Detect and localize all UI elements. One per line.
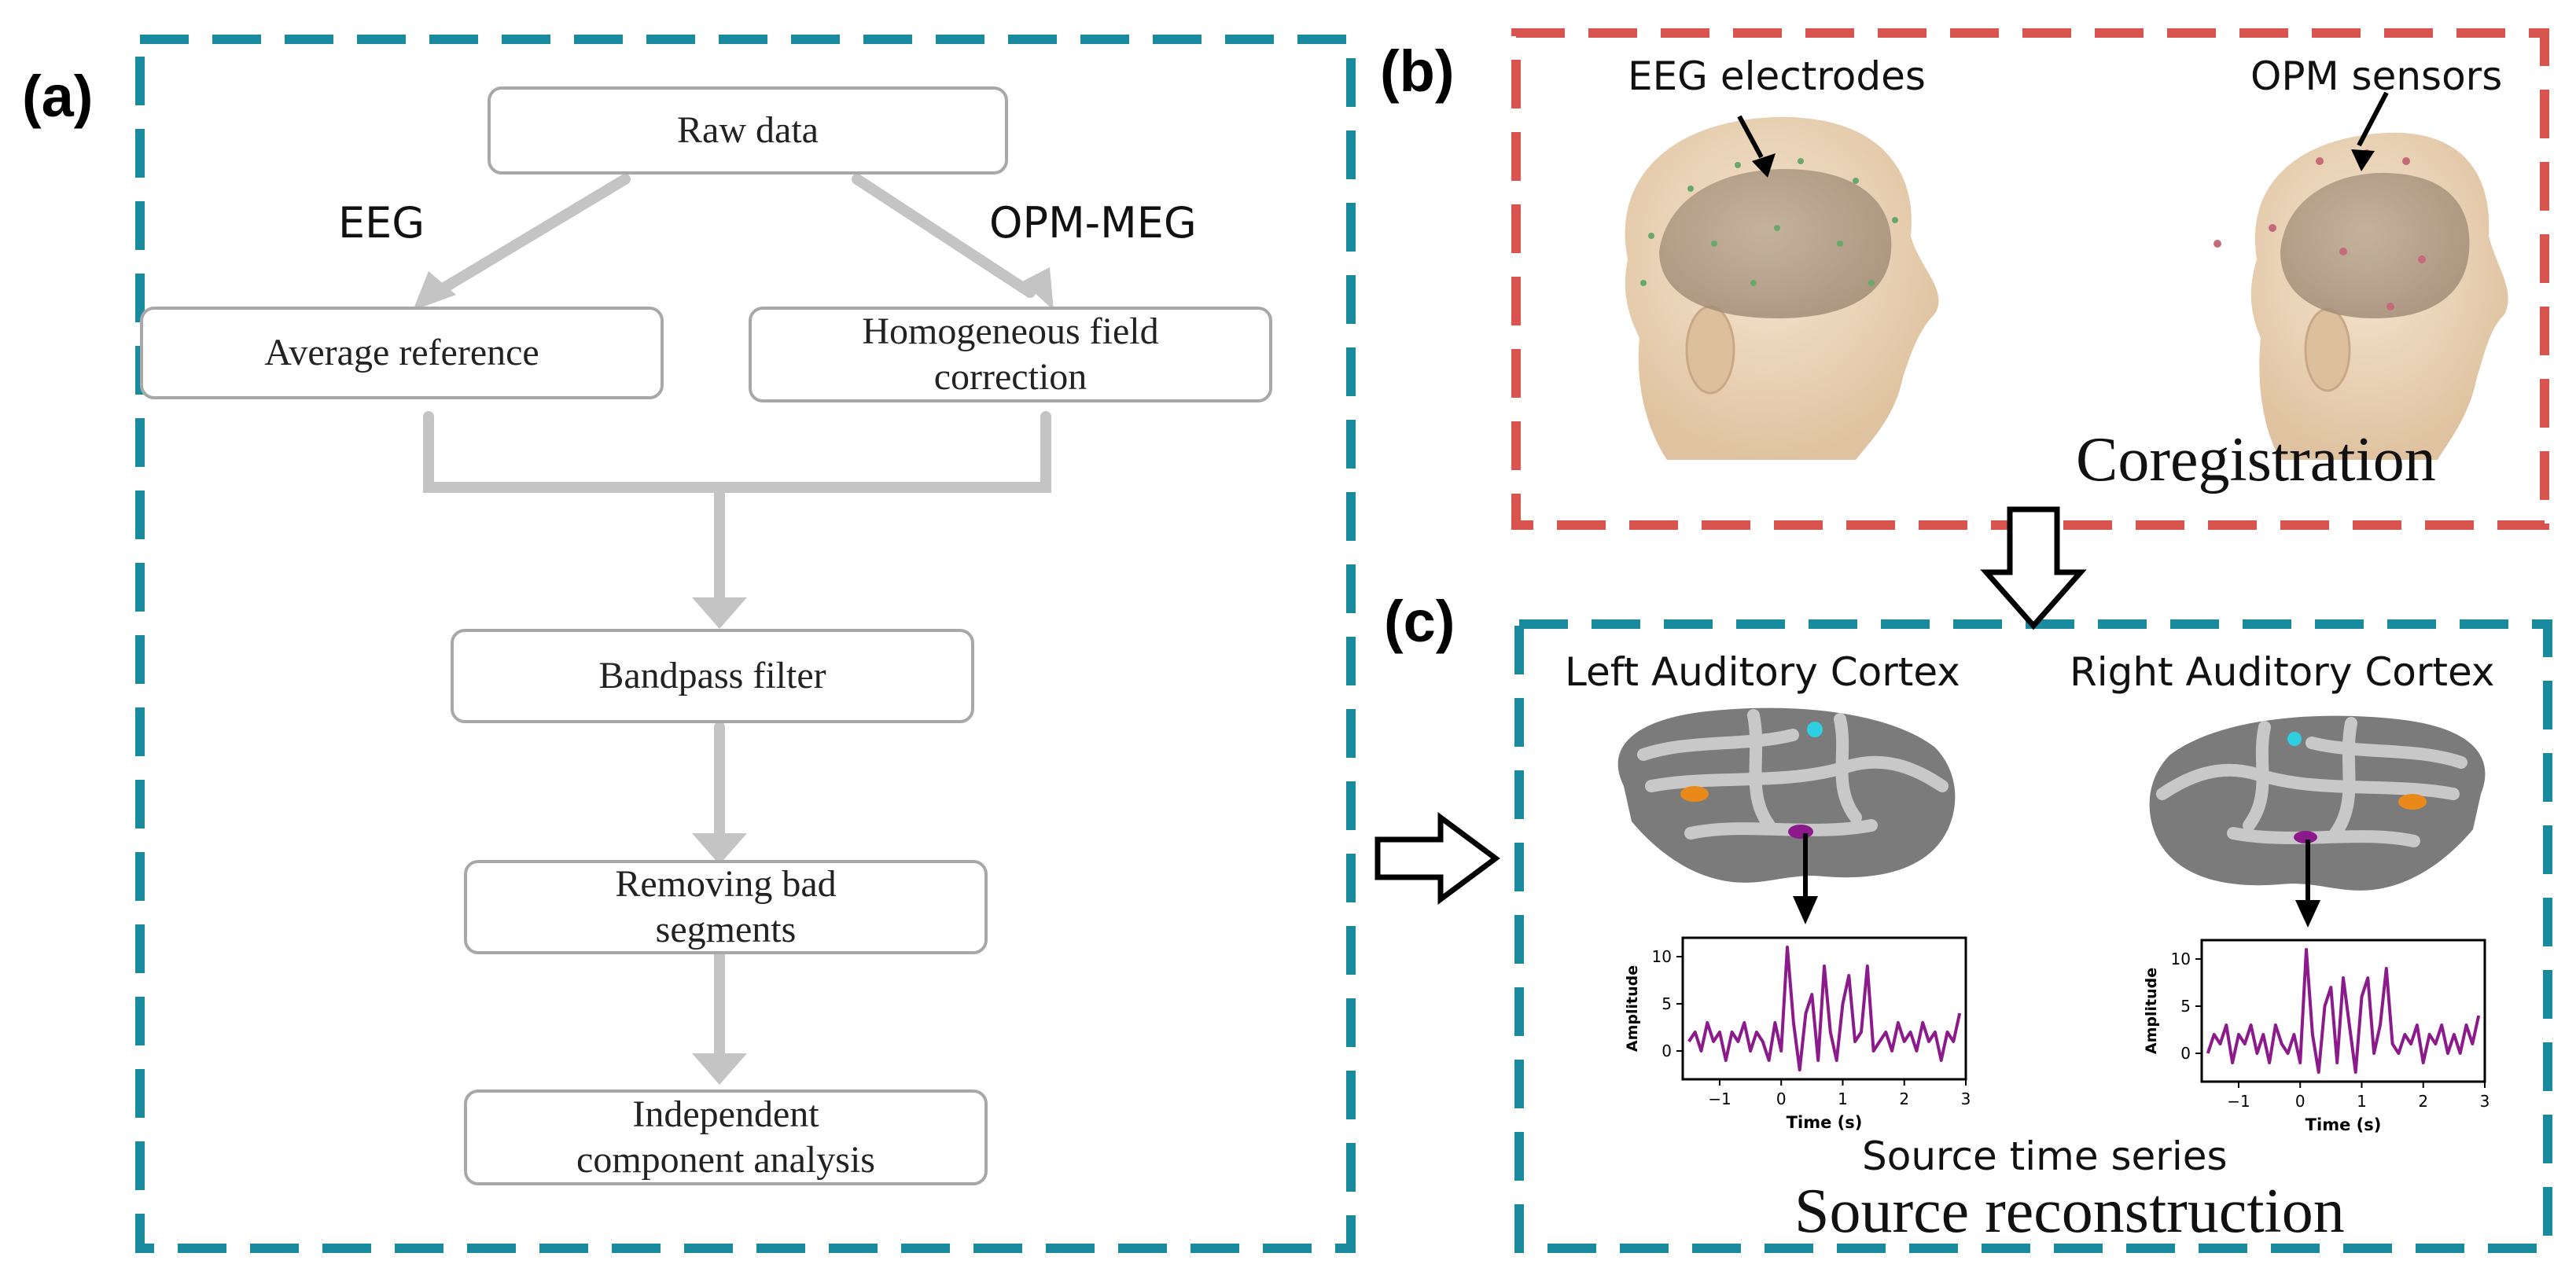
series-line (2206, 948, 2481, 1074)
x-tick-label: 1 (2357, 1092, 2367, 1111)
eeg-head-illustration (1625, 115, 1939, 461)
source-time-series-caption: Source time series (1862, 1134, 2228, 1179)
flowchart-connectors (423, 174, 1051, 1059)
y-tick-label: 5 (1662, 994, 1672, 1013)
removing-bad-segments-text-1: Removing bad (615, 863, 837, 906)
down-hollow-arrow (1980, 506, 2087, 630)
eeg-electrodes-label: EEG electrodes (1628, 53, 1926, 99)
bandpass-filter-text: Bandpass filter (598, 655, 826, 697)
y-axis-label: Amplitude (2143, 968, 2160, 1054)
right-cortex-illustration (2149, 715, 2486, 928)
series-line (1687, 946, 1962, 1071)
branch-label-eeg: EEG (338, 198, 425, 248)
ica-text-1: Independent (632, 1093, 819, 1136)
x-tick-label: 2 (2418, 1092, 2428, 1111)
homogeneous-field-box: Homogeneous field correction (749, 307, 1272, 402)
bandpass-filter-box: Bandpass filter (451, 629, 974, 723)
y-tick-label: 0 (2180, 1044, 2191, 1063)
removing-bad-segments-box: Removing bad segments (464, 860, 988, 954)
panel-b-label: (b) (1380, 39, 1455, 104)
plot-frame (2200, 939, 2486, 1083)
opm-sensors-label: OPM sensors (2250, 53, 2503, 99)
left-auditory-cortex-title: Left Auditory Cortex (1565, 649, 1960, 695)
source-reconstruction-caption: Source reconstruction (1794, 1177, 2345, 1246)
x-tick-label: 0 (1776, 1089, 1787, 1108)
ica-box: Independent component analysis (464, 1089, 988, 1185)
left-cortex-illustration (1617, 707, 1956, 924)
x-tick-label: −1 (1708, 1089, 1731, 1108)
coregistration-caption: Coregistration (2076, 425, 2436, 494)
y-axis-label: Amplitude (1624, 965, 1641, 1052)
x-tick-label: 1 (1838, 1089, 1848, 1108)
right-auditory-cortex-title: Right Auditory Cortex (2070, 649, 2495, 695)
x-tick-label: 3 (2480, 1092, 2490, 1111)
x-tick-label: 0 (2295, 1092, 2306, 1111)
panel-c-label: (c) (1384, 589, 1455, 654)
average-reference-box: Average reference (140, 307, 664, 399)
x-axis-label: Time (s) (2306, 1115, 2382, 1134)
y-tick-label: 10 (2171, 950, 2191, 968)
plot-frame (1681, 936, 1967, 1081)
x-axis-label: Time (s) (1787, 1113, 1863, 1132)
removing-bad-segments-text-2: segments (655, 909, 797, 950)
ica-text-2: component analysis (576, 1139, 875, 1181)
raw-data-text: Raw data (677, 109, 819, 152)
y-tick-label: 5 (2180, 997, 2191, 1016)
y-tick-label: 0 (1662, 1042, 1672, 1060)
branch-label-opm-meg: OPM-MEG (989, 198, 1197, 248)
raw-data-box: Raw data (488, 86, 1008, 175)
panel-a-label: (a) (22, 64, 94, 129)
x-tick-label: 2 (1899, 1089, 1909, 1108)
panel-a-frame (135, 35, 1356, 1253)
x-tick-label: 3 (1961, 1089, 1971, 1108)
opm-head-illustration (2214, 91, 2508, 461)
y-tick-label: 10 (1652, 947, 1672, 966)
flowchart-arrowheads (413, 267, 1054, 1085)
average-reference-text: Average reference (264, 332, 539, 374)
right-hollow-arrow (1374, 812, 1500, 905)
x-tick-label: −1 (2227, 1092, 2250, 1111)
homogeneous-field-text-1: Homogeneous field (862, 310, 1159, 353)
homogeneous-field-text-2: correction (933, 356, 1087, 398)
